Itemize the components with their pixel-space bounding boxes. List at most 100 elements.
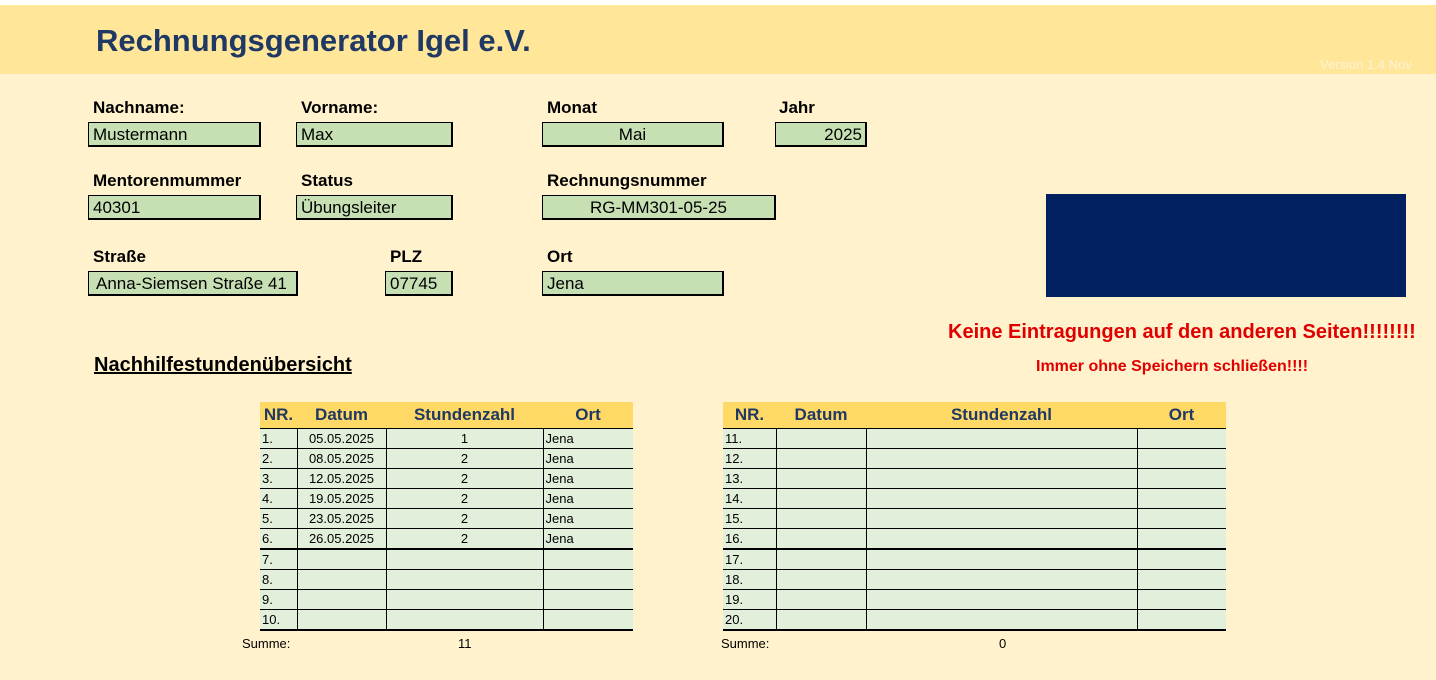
cell-ort[interactable]: Jena [543, 448, 633, 469]
cell-ort[interactable]: Jena [543, 468, 633, 489]
table-row: 9. [260, 589, 633, 610]
cell-ort[interactable]: Jena [543, 528, 633, 550]
cell-ort[interactable] [1137, 508, 1226, 529]
col-nr-header: NR. [260, 402, 297, 429]
rechnungsnummer-field[interactable]: RG-MM301-05-25 [542, 195, 776, 220]
plz-field[interactable]: 07745 [385, 271, 453, 296]
cell-datum[interactable]: 12.05.2025 [297, 468, 387, 489]
monat-field[interactable]: Mai [542, 122, 724, 147]
cell-stunden[interactable] [386, 609, 544, 631]
strasse-field[interactable]: Anna-Siemsen Straße 41 [88, 271, 298, 296]
cell-stunden[interactable] [866, 448, 1138, 469]
cell-stunden[interactable] [386, 569, 544, 590]
warning-no-entries: Keine Eintragungen auf den anderen Seite… [948, 321, 1416, 343]
summe-label-right: Summe: [721, 636, 770, 651]
cell-ort[interactable] [1137, 569, 1226, 590]
cell-ort[interactable]: Jena [543, 488, 633, 509]
logo-placeholder [1046, 194, 1406, 297]
cell-datum[interactable] [776, 609, 867, 631]
cell-stunden[interactable] [866, 569, 1138, 590]
cell-datum[interactable] [297, 569, 387, 590]
status-field[interactable]: Übungsleiter [296, 195, 453, 220]
cell-datum[interactable] [776, 428, 867, 449]
jahr-field[interactable]: 2025 [775, 122, 867, 147]
cell-stunden[interactable] [866, 528, 1138, 550]
cell-nr: 9. [260, 589, 298, 610]
cell-ort[interactable] [1137, 549, 1226, 570]
cell-stunden[interactable]: 2 [386, 508, 544, 529]
cell-nr: 5. [260, 508, 298, 529]
cell-datum[interactable]: 23.05.2025 [297, 508, 387, 529]
cell-stunden[interactable]: 2 [386, 448, 544, 469]
cell-datum[interactable] [776, 508, 867, 529]
cell-ort[interactable] [543, 549, 633, 570]
cell-stunden[interactable]: 2 [386, 528, 544, 550]
col-stunden-header: Stundenzahl [386, 402, 543, 429]
table-row: 8. [260, 569, 633, 590]
cell-nr: 11. [723, 428, 777, 449]
cell-stunden[interactable] [866, 428, 1138, 449]
cell-nr: 1. [260, 428, 298, 449]
ort-field[interactable]: Jena [542, 271, 724, 296]
cell-stunden[interactable]: 2 [386, 468, 544, 489]
vorname-field[interactable]: Max [296, 122, 453, 147]
cell-stunden[interactable] [866, 589, 1138, 610]
cell-datum[interactable] [776, 569, 867, 590]
cell-datum[interactable]: 08.05.2025 [297, 448, 387, 469]
header-banner: Rechnungsgenerator Igel e.V. Version 1.4… [0, 5, 1436, 74]
cell-stunden[interactable] [866, 488, 1138, 509]
cell-datum[interactable] [776, 468, 867, 489]
cell-datum[interactable]: 19.05.2025 [297, 488, 387, 509]
cell-ort[interactable] [1137, 528, 1226, 550]
table-header-row: NR. Datum Stundenzahl Ort [260, 402, 633, 429]
cell-stunden[interactable] [866, 609, 1138, 631]
cell-nr: 20. [723, 609, 777, 631]
cell-ort[interactable] [1137, 589, 1226, 610]
table-row: 14. [723, 488, 1226, 509]
cell-datum[interactable] [297, 609, 387, 631]
vorname-label: Vorname: [301, 98, 379, 117]
plz-label: PLZ [390, 247, 423, 266]
table-header-row: NR. Datum Stundenzahl Ort [723, 402, 1226, 429]
cell-stunden[interactable] [866, 508, 1138, 529]
cell-ort[interactable] [1137, 609, 1226, 631]
cell-datum[interactable] [776, 528, 867, 550]
cell-ort[interactable] [1137, 488, 1226, 509]
cell-datum[interactable]: 26.05.2025 [297, 528, 387, 550]
cell-nr: 17. [723, 549, 777, 570]
cell-datum[interactable] [297, 549, 387, 570]
cell-stunden[interactable]: 2 [386, 488, 544, 509]
cell-stunden[interactable] [866, 468, 1138, 489]
table-row: 11. [723, 428, 1226, 449]
cell-nr: 7. [260, 549, 298, 570]
cell-ort[interactable]: Jena [543, 428, 633, 449]
cell-datum[interactable] [776, 448, 867, 469]
table-row: 17. [723, 549, 1226, 570]
section-title: Nachhilfestundenübersicht [94, 354, 352, 376]
status-label: Status [301, 171, 353, 190]
cell-datum[interactable] [776, 488, 867, 509]
nachname-field[interactable]: Mustermann [88, 122, 261, 147]
cell-nr: 16. [723, 528, 777, 550]
warning-close-without-saving: Immer ohne Speichern schließen!!!! [1036, 358, 1309, 375]
cell-ort[interactable] [1137, 468, 1226, 489]
cell-datum[interactable]: 05.05.2025 [297, 428, 387, 449]
cell-ort[interactable] [543, 609, 633, 631]
cell-stunden[interactable]: 1 [386, 428, 544, 449]
cell-stunden[interactable] [386, 549, 544, 570]
mentor-field[interactable]: 40301 [88, 195, 261, 220]
cell-stunden[interactable] [866, 549, 1138, 570]
cell-ort[interactable] [1137, 448, 1226, 469]
cell-nr: 10. [260, 609, 298, 631]
cell-ort[interactable] [543, 569, 633, 590]
cell-ort[interactable]: Jena [543, 508, 633, 529]
cell-datum[interactable] [776, 589, 867, 610]
hours-table-right: NR. Datum Stundenzahl Ort 11.12.13.14.15… [723, 402, 1226, 631]
cell-ort[interactable] [543, 589, 633, 610]
cell-datum[interactable] [776, 549, 867, 570]
cell-datum[interactable] [297, 589, 387, 610]
cell-ort[interactable] [1137, 428, 1226, 449]
monat-label: Monat [547, 98, 598, 117]
cell-stunden[interactable] [386, 589, 544, 610]
